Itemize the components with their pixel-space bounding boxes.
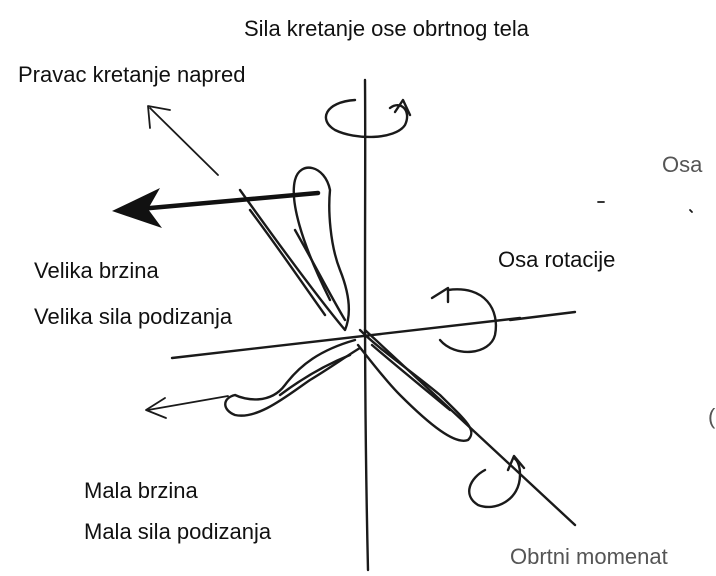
lower-left-blade-outline <box>225 340 360 416</box>
vertical-axis-rotation-arrow <box>326 100 407 137</box>
horizontal-axis-right-segment <box>510 312 575 320</box>
low-speed-arrow-shaft <box>148 396 228 410</box>
axis-right-cut-label: Osa <box>662 154 702 176</box>
heavy-forward-arrow-shaft <box>128 193 318 210</box>
low-speed-label: Mala brzina <box>84 480 198 502</box>
speck-mark-2 <box>690 210 692 212</box>
high-speed-label: Velika brzina <box>34 260 159 282</box>
vertical-axis-line <box>365 80 368 570</box>
rotation-axis-rotation-arrowhead <box>432 288 448 302</box>
forward-direction-label: Pravac kretanje napred <box>18 64 245 86</box>
edge-cut-label: ( <box>708 406 715 428</box>
upper-blade-outline <box>240 168 349 330</box>
torque-rotation-arrowhead <box>508 456 524 470</box>
low-lift-label: Mala sila podizanja <box>84 521 271 543</box>
high-lift-label: Velika sila podizanja <box>34 306 232 328</box>
upper-direction-arrow-shaft <box>150 108 218 175</box>
axis-force-label: Sila kretanje ose obrtnog tela <box>244 18 529 40</box>
rotation-axis-label: Osa rotacije <box>498 249 615 271</box>
torque-label: Obrtni momenat <box>510 546 668 568</box>
